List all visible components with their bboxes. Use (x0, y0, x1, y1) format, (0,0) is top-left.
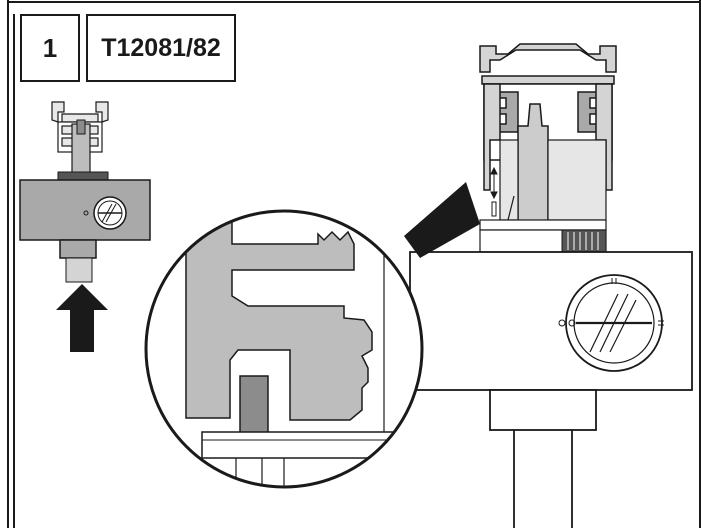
step-number-cell: 1 (20, 14, 80, 82)
callout-pointer (404, 182, 480, 258)
small-neck (59, 239, 97, 259)
small-ring (57, 171, 109, 181)
magnified-profile (185, 211, 373, 421)
magnifier-ring (144, 209, 424, 489)
up-arrow-icon (56, 284, 108, 352)
small-tube (65, 257, 93, 283)
frame (7, 0, 701, 528)
large-ring-top (479, 219, 607, 231)
large-adapter (409, 43, 693, 528)
product-code-cell: T12081/82 (86, 14, 236, 82)
large-body-right (547, 139, 607, 221)
magnified-detail (144, 209, 424, 489)
gap-arrow-icon (490, 166, 498, 217)
small-adapter (19, 101, 151, 352)
large-knurl (561, 229, 607, 253)
small-adapter-body (19, 179, 151, 241)
small-locking-dial-icon (83, 196, 127, 230)
small-pin (76, 119, 86, 135)
magnified-base (201, 431, 422, 459)
locking-dial-icon (558, 274, 664, 372)
product-code: T12081/82 (101, 33, 221, 62)
large-neck (489, 389, 597, 431)
magnified-pin (239, 375, 269, 437)
step-number: 1 (42, 32, 58, 63)
large-body-left (499, 139, 519, 221)
